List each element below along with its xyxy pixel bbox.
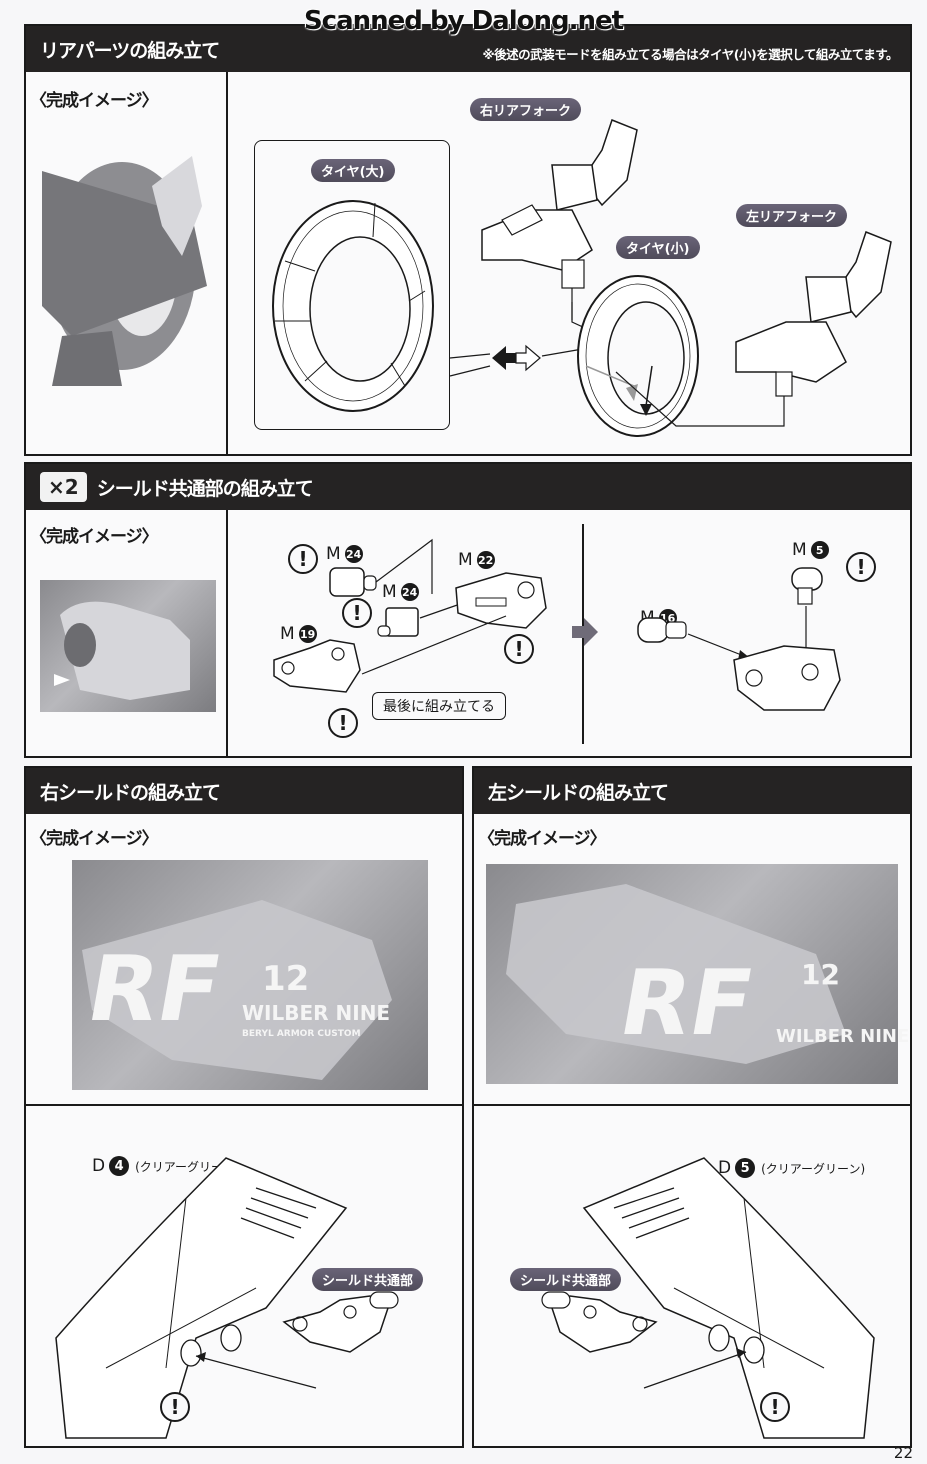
- photo-sub: BERYL ARMOR CUSTOM: [242, 1029, 361, 1039]
- complete-image-label: 〈完成イメージ〉: [30, 527, 159, 547]
- tire-large-box: タイヤ(大): [254, 140, 450, 430]
- part-label-m24-a: M 24: [326, 544, 363, 564]
- photo-name: WILBER NINE: [242, 1001, 390, 1025]
- section-title: シールド共通部の組み立て: [96, 477, 314, 500]
- section-header: ×2 シールド共通部の組み立て: [26, 464, 910, 510]
- shield-common-part-drawing: [282, 1291, 399, 1353]
- photo-big-number: 12: [801, 958, 840, 991]
- part-m19-drawing: [273, 615, 507, 693]
- part-label-d5: D 5 (クリアーグリーン): [718, 1158, 865, 1178]
- svg-text:RF: RF: [80, 938, 229, 1042]
- right-shield-drawing: [55, 1157, 348, 1439]
- runner-letter: M: [458, 550, 473, 570]
- complete-image-photo: RF 12 WILBER NINE BERYL ARMOR CUSTOM: [72, 860, 428, 1090]
- runner-letter: D: [718, 1158, 732, 1178]
- part-label-m22: M 22: [458, 550, 495, 570]
- part-label-m24-b: M 24: [382, 582, 419, 602]
- svg-text:RF: RF: [612, 952, 761, 1056]
- part-label-m5: M 5: [792, 540, 829, 560]
- complete-image-label: 〈完成イメージ〉: [30, 829, 159, 849]
- tire-small-label: タイヤ(小): [616, 236, 700, 259]
- runner-letter: M: [792, 540, 807, 560]
- part-number: 24: [400, 583, 419, 601]
- part-number: 5: [735, 1158, 756, 1178]
- section-left-shield: 左シールドの組み立て 〈完成イメージ〉 RF 12 WILBER NINE D …: [472, 766, 912, 1448]
- divider: [226, 72, 228, 454]
- warning-icon: !: [760, 1392, 790, 1422]
- right-shield-photo: RF 12 WILBER NINE BERYL ARMOR CUSTOM: [80, 900, 392, 1080]
- shield-common-label: シールド共通部: [510, 1268, 622, 1291]
- rear-assembly-photo: [42, 156, 207, 386]
- warning-icon: !: [342, 598, 372, 628]
- part-label-m19: M 19: [280, 624, 317, 644]
- right-fork-label: 右リアフォーク: [470, 98, 582, 121]
- complete-image-label: 〈完成イメージ〉: [30, 91, 159, 111]
- complete-image-photo: RF 12 WILBER NINE: [486, 864, 909, 1084]
- left-shield-photo: RF 12 WILBER NINE: [506, 884, 909, 1064]
- right-fork-drawing: [481, 119, 638, 320]
- warning-icon: !: [288, 544, 318, 574]
- tire-large-label: タイヤ(大): [311, 159, 395, 182]
- part-number: 24: [344, 545, 363, 563]
- complete-image-photo: [42, 146, 210, 386]
- page-number: 22: [893, 1444, 913, 1462]
- warning-icon: !: [328, 708, 358, 738]
- section-title: 左シールドの組み立て: [488, 781, 669, 804]
- section-right-shield: 右シールドの組み立て 〈完成イメージ〉 RF 12 WILBER NINE BE…: [24, 766, 464, 1448]
- divider: [226, 510, 228, 756]
- part-m24-a-drawing: [329, 538, 433, 597]
- section-rear-parts: リアパーツの組み立て ※後述の武装モードを組み立てる場合はタイヤ(小)を選択して…: [24, 24, 912, 456]
- part-m22-drawing: [455, 572, 547, 629]
- section-shield-common: ×2 シールド共通部の組み立て 〈完成イメージ〉 M 24 ! M 24 ! M…: [24, 462, 912, 758]
- complete-image-photo: [40, 580, 216, 712]
- runner-letter: D: [92, 1156, 106, 1176]
- complete-image-label: 〈完成イメージ〉: [478, 829, 607, 849]
- part-number: 22: [476, 551, 495, 569]
- warning-icon: !: [160, 1392, 190, 1422]
- part-number: 19: [298, 625, 317, 643]
- runner-letter: M: [280, 624, 295, 644]
- section-header: 右シールドの組み立て: [26, 768, 462, 814]
- warning-icon: !: [846, 552, 876, 582]
- runner-letter: M: [382, 582, 397, 602]
- warning-icon: !: [504, 634, 534, 664]
- part-color: (クリアーグリーン): [761, 1161, 866, 1176]
- left-shield-drawing: [582, 1157, 875, 1439]
- left-fork-label: 左リアフォーク: [736, 204, 848, 227]
- section-title: リアパーツの組み立て: [40, 39, 220, 62]
- shield-common-label: シールド共通部: [312, 1268, 424, 1291]
- tire-large-drawing: [272, 200, 434, 412]
- part-m24-b-drawing: [377, 587, 507, 637]
- section-header: 左シールドの組み立て: [474, 768, 910, 814]
- part-number: 5: [810, 541, 829, 559]
- section-note: ※後述の武装モードを組み立てる場合はタイヤ(小)を選択して組み立てます。: [482, 46, 899, 62]
- assemble-last-callout: 最後に組み立てる: [372, 692, 506, 720]
- section-header: リアパーツの組み立て ※後述の武装モードを組み立てる場合はタイヤ(小)を選択して…: [26, 26, 910, 72]
- left-fork-drawing: [615, 231, 892, 427]
- runner-letter: M: [326, 544, 341, 564]
- swap-arrow-icon: [449, 344, 601, 377]
- divider: [474, 1104, 910, 1106]
- multiplier-badge: ×2: [40, 472, 87, 502]
- photo-big-number: 12: [262, 959, 309, 999]
- section-title: 右シールドの組み立て: [40, 781, 221, 804]
- shield-common-part-drawing: [541, 1291, 658, 1353]
- photo-name: WILBER NINE: [776, 1026, 909, 1047]
- next-step-arrow-icon: [572, 618, 598, 646]
- watermark: Scanned by Dalong.net: [303, 6, 624, 36]
- part-number: 4: [109, 1156, 130, 1176]
- tire-small-drawing: [571, 275, 699, 437]
- shield-common-step2-drawing: [637, 567, 841, 711]
- divider: [26, 1104, 462, 1106]
- shield-common-photo: [54, 601, 190, 700]
